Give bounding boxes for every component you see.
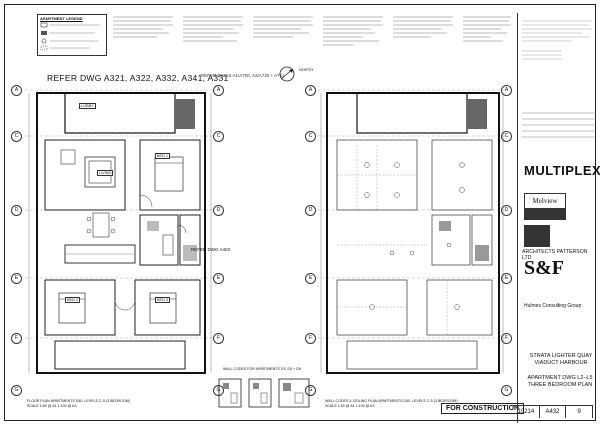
grid-bubble-e-plan2: E <box>305 273 316 284</box>
floor-plan-left <box>25 89 215 374</box>
grid-bubble-g-far: G <box>501 385 512 396</box>
consultant-name: Hulmes Consulting Group <box>524 303 582 309</box>
grid-bubble-g-plan2: G <box>305 385 316 396</box>
grid-bubble-d: D <box>11 205 22 216</box>
left-plan-caption: FLOOR PLAN APARTMENTS D40, LEVELS 2–5 (3… <box>27 399 130 403</box>
grid-bubble-d-right: D <box>213 205 224 216</box>
grid-bubble-c-far: C <box>501 131 512 142</box>
revision-number: 9 <box>566 406 594 418</box>
general-notes <box>113 16 511 46</box>
drawing-sheet: APARTMENT LEGEND REFER DWG A321, A322, A… <box>4 4 600 423</box>
grid-bubble-g: G <box>11 385 22 396</box>
room-label-bed1: BED 1 <box>155 153 170 159</box>
grid-bubble-a-right: A <box>213 85 224 96</box>
room-label-lobby: LOBBY <box>79 103 96 109</box>
room-label-bed3: BED 3 <box>155 297 170 303</box>
for-construction-stamp: FOR CONSTRUCTION <box>441 403 525 414</box>
grid-bubble-d-plan2: D <box>305 205 316 216</box>
title-block-footer: 10214 A432 9 <box>513 405 594 418</box>
refer-drawings-label: REFER DWG A321, A322, A332, A341, A331 <box>47 73 229 83</box>
left-plan-scale: SCALE 1:50 @ A1 1:100 @ A3 <box>27 404 77 408</box>
room-label-living: LIVING <box>97 170 114 176</box>
north-label: NORTH <box>299 67 314 72</box>
right-plan-caption: WALL CODES & CEILING PLAN APARTMENTS D40… <box>325 399 458 403</box>
grid-bubble-f-plan2: F <box>305 333 316 344</box>
ceiling-plan-right <box>317 89 507 374</box>
grid-bubble-f: F <box>11 333 22 344</box>
grid-bubble-e-far: E <box>501 273 512 284</box>
refer-side-label: REFER DWGS A1/A700, A2/A730 + A711 <box>201 73 285 78</box>
right-plan-scale: SCALE 1:50 @ A1 1:100 @ A3 <box>325 404 375 408</box>
grid-bubble-a-plan2: A <box>305 85 316 96</box>
wall-codes-title: WALL CODES FOR APARTMENTS D3, D4 + D5 <box>223 367 301 371</box>
grid-bubble-g-right: G <box>213 385 224 396</box>
grid-bubble-e-right: E <box>213 273 224 284</box>
grid-bubble-f-far: F <box>501 333 512 344</box>
engineer-logo: S&F <box>524 257 564 279</box>
developer-logo-bar <box>524 208 566 220</box>
grid-bubble-f-right: F <box>213 333 224 344</box>
room-label-bed2: BED 2 <box>65 297 80 303</box>
drawing-title: APARTMENT DWG L2–L5 THREE BEDROOM PLAN <box>527 375 593 388</box>
grid-bubble-d-far: D <box>501 205 512 216</box>
north-arrow-icon <box>279 66 295 82</box>
architect-name: ARCHITECTS PATTERSON LTD <box>522 249 588 261</box>
project-number: 10214 <box>513 406 540 418</box>
drawing-number: A432 <box>540 406 567 418</box>
grid-bubble-c-right: C <box>213 131 224 142</box>
apartment-legend: APARTMENT LEGEND <box>37 14 107 56</box>
wall-code-details <box>218 378 310 408</box>
refer-dwg-note: REFER DWG A403 <box>191 247 231 252</box>
consultant-logo-dark <box>524 225 550 247</box>
grid-bubble-c: C <box>11 131 22 142</box>
grid-bubble-e: E <box>11 273 22 284</box>
developer-logo: Melview <box>524 193 566 209</box>
title-block: MULTIPLEX Melview ARCHITECTS PATTERSON L… <box>517 13 600 423</box>
legend-title: APARTMENT LEGEND <box>40 16 83 21</box>
grid-bubble-a: A <box>11 85 22 96</box>
grid-bubble-a-far: A <box>501 85 512 96</box>
title-block-notes <box>522 20 596 138</box>
grid-bubble-c-plan2: C <box>305 131 316 142</box>
project-name: STRATA LIGHTER QUAY VIADUCT HARBOUR <box>529 353 593 366</box>
builder-logo: MULTIPLEX <box>524 163 600 178</box>
legend-symbols <box>40 22 100 51</box>
